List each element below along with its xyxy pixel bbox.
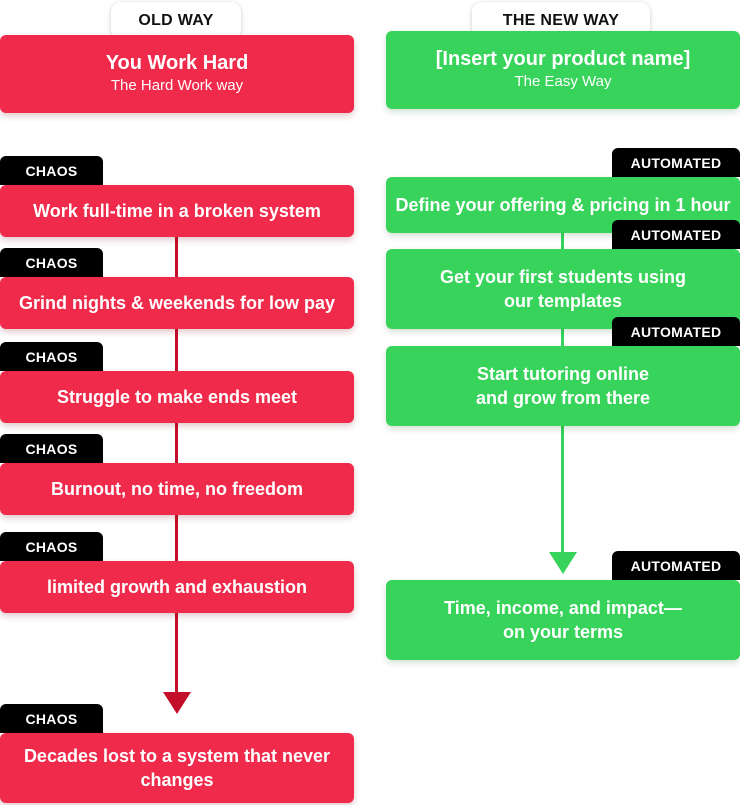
- old-way-step-6: Decades lost to a system that never chan…: [0, 733, 354, 803]
- automated-tag: AUTOMATED: [612, 317, 740, 346]
- new-way-step-3: Start tutoring online and grow from ther…: [386, 346, 740, 426]
- new-way-arrowhead: [549, 552, 577, 574]
- automated-tag: AUTOMATED: [612, 551, 740, 580]
- chaos-tag: CHAOS: [0, 156, 103, 185]
- new-way-step-2: Get your first students using our templa…: [386, 249, 740, 329]
- chaos-tag: CHAOS: [0, 532, 103, 561]
- old-way-title: You Work Hard: [105, 52, 249, 74]
- chaos-tag: CHAOS: [0, 342, 103, 371]
- old-way-step-5: limited growth and exhaustion: [0, 561, 354, 613]
- chaos-tag: CHAOS: [0, 704, 103, 733]
- new-way-subtitle: The Easy Way: [514, 73, 612, 90]
- chaos-tag: CHAOS: [0, 248, 103, 277]
- old-way-step-2: Grind nights & weekends for low pay: [0, 277, 354, 329]
- old-way-title-box: You Work Hard The Hard Work way: [0, 35, 354, 113]
- old-way-arrowhead: [163, 692, 191, 714]
- old-way-step-4: Burnout, no time, no freedom: [0, 463, 354, 515]
- new-way-title-box: [Insert your product name] The Easy Way: [386, 31, 740, 109]
- new-way-title: [Insert your product name]: [435, 48, 691, 70]
- new-way-step-4: Time, income, and impact— on your terms: [386, 580, 740, 660]
- new-way-step-1: Define your offering & pricing in 1 hour: [386, 177, 740, 233]
- automated-tag: AUTOMATED: [612, 148, 740, 177]
- automated-tag: AUTOMATED: [612, 220, 740, 249]
- old-way-step-1: Work full-time in a broken system: [0, 185, 354, 237]
- chaos-tag: CHAOS: [0, 434, 103, 463]
- old-way-subtitle: The Hard Work way: [110, 77, 244, 94]
- old-way-step-3: Struggle to make ends meet: [0, 371, 354, 423]
- old-way-label: OLD WAY: [111, 2, 241, 39]
